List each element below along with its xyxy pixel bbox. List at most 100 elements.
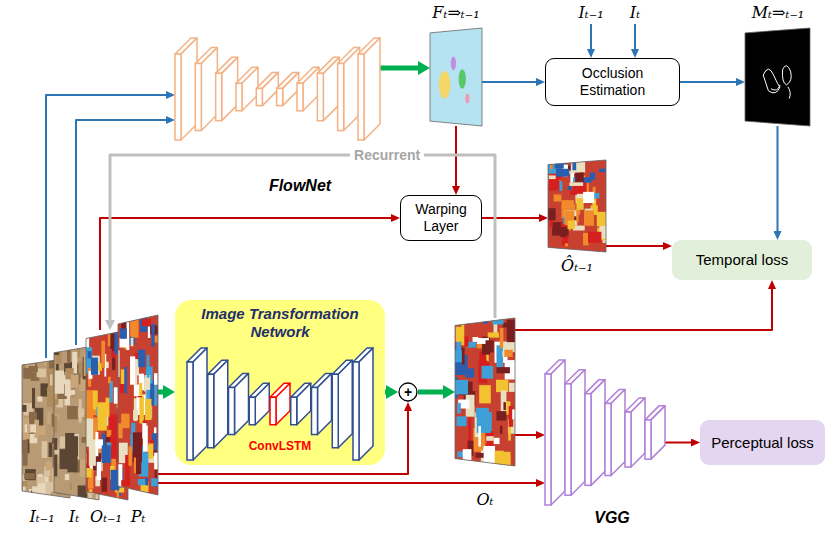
picture-patch	[588, 232, 601, 243]
layer-side-face	[318, 373, 332, 434]
layer-front-face	[291, 397, 297, 424]
layer-front-face	[216, 73, 222, 120]
layer-front-face	[565, 384, 571, 495]
picture-patch	[504, 350, 512, 357]
warped-image: Ôₜ₋₁	[548, 160, 606, 252]
picture-patch	[496, 411, 506, 420]
style-frame: Pₜ	[118, 315, 158, 495]
layer-front-face	[585, 394, 591, 486]
warping-box: Warping Layer	[400, 195, 482, 241]
picture-patch	[456, 416, 466, 426]
layer-side-face	[193, 348, 207, 460]
picture-patch	[500, 328, 504, 348]
connector	[385, 390, 386, 395]
flow-blob	[451, 56, 456, 70]
picture-patch	[79, 399, 82, 422]
flow-blob	[459, 69, 466, 89]
output-image: Oₜ	[455, 318, 515, 466]
connector	[158, 390, 163, 395]
picture-patch	[71, 375, 79, 388]
picture-patch	[512, 409, 516, 419]
picture-frame	[455, 318, 515, 466]
picture-patch	[69, 390, 75, 395]
picture-patch	[124, 367, 127, 393]
connector	[515, 289, 772, 330]
picture-patch	[557, 248, 562, 251]
picture-patch	[148, 443, 153, 458]
input-label: Iₜ	[630, 4, 640, 22]
picture-patch	[142, 423, 146, 438]
box-text: Occlusion Estimation	[552, 65, 673, 99]
occlusion-box: Occlusion Estimation	[545, 58, 680, 106]
picture-patch	[81, 437, 86, 443]
picture-patch	[49, 443, 53, 457]
node-label: Oₜ	[476, 491, 493, 509]
picture-patch	[554, 194, 562, 201]
picture-patch	[148, 327, 150, 339]
picture-patch	[599, 169, 611, 172]
layer-side-face	[591, 380, 605, 486]
network-layer	[175, 38, 197, 140]
connector	[606, 245, 663, 247]
picture-patch	[509, 383, 519, 392]
picture-patch	[500, 426, 503, 434]
picture-patch	[91, 358, 98, 375]
picture-patch	[145, 478, 148, 486]
box-text: Perceptual loss	[711, 434, 814, 452]
picture-patch	[88, 351, 92, 358]
picture-patch	[154, 373, 158, 385]
network-layer	[585, 380, 605, 486]
layer-front-face	[256, 88, 262, 105]
picture-patch	[101, 341, 105, 368]
layer-front-face	[187, 362, 193, 460]
picture-patch	[47, 411, 50, 424]
layer-side-face	[297, 383, 311, 424]
picture-patch	[147, 355, 150, 378]
picture-patch	[142, 319, 151, 326]
picture-patch	[128, 446, 131, 465]
picture-patch	[133, 410, 138, 420]
picture-patch	[120, 328, 127, 338]
picture-patch	[67, 406, 78, 419]
picture-frame	[118, 315, 158, 495]
picture-frame	[430, 28, 482, 126]
picture-patch	[42, 441, 48, 458]
picture-patch	[131, 309, 138, 337]
picture-patch	[151, 478, 158, 486]
picture-patch	[26, 355, 34, 364]
layer-side-face	[364, 38, 380, 140]
picture-patch	[110, 381, 113, 403]
connector	[380, 66, 418, 71]
image-picture	[430, 28, 482, 126]
flownet-shape: FlowNet	[175, 38, 380, 140]
connector	[777, 126, 779, 231]
layer-front-face	[312, 387, 318, 434]
mask-image: Mₜ⇒ₜ₋₁	[745, 28, 810, 126]
picture-patch	[23, 483, 25, 506]
flow-blob	[439, 71, 450, 98]
connector	[680, 81, 736, 83]
picture-patch	[481, 366, 493, 379]
picture-patch	[479, 385, 491, 403]
picture-patch	[95, 432, 98, 456]
layer-front-face	[625, 412, 631, 467]
picture-patch	[468, 418, 471, 442]
layer-front-face	[249, 397, 255, 424]
connector	[482, 217, 539, 219]
occlusion-trace	[782, 66, 791, 85]
picture-patch	[102, 445, 111, 462]
picture-patch	[139, 383, 142, 396]
network-layer	[195, 47, 217, 130]
picture-patch	[556, 169, 569, 177]
picture-patch	[456, 340, 461, 351]
node-label: Iₜ₋₁	[29, 508, 54, 526]
layer-side-face	[551, 360, 565, 505]
connector	[110, 155, 495, 320]
node-label: Ôₜ₋₁	[561, 257, 593, 275]
node-label: FlowNet	[269, 177, 331, 195]
picture-patch	[507, 320, 518, 343]
picture-patch	[559, 227, 569, 235]
picture-patch	[568, 221, 575, 230]
picture-content	[114, 309, 162, 498]
